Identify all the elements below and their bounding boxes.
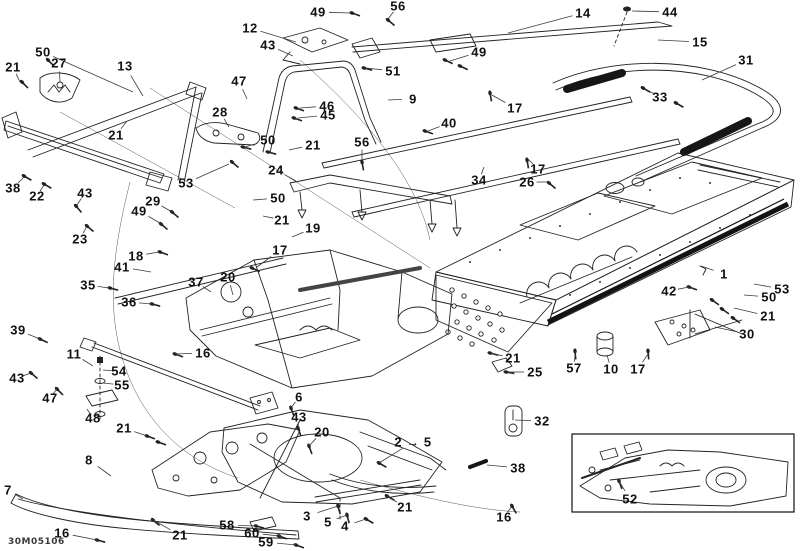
frame-rails-art [321, 96, 681, 218]
watermark-code: 30M05106 [8, 537, 65, 547]
engine-cradle-art [151, 391, 447, 532]
right-hardware-art [468, 265, 743, 469]
front-bulkhead-art [185, 249, 453, 389]
inset-box [571, 433, 795, 513]
rear-bumper-art [552, 62, 781, 183]
heat-shield-strip-art [546, 198, 790, 325]
support-bracket-art [289, 174, 462, 237]
steering-rod-art [79, 257, 287, 421]
tunnel-art [431, 152, 795, 353]
upper-column-art [351, 6, 673, 59]
front-subframe-art [1, 72, 261, 192]
steering-hoop-art [262, 27, 382, 154]
side-member-art [10, 493, 300, 540]
